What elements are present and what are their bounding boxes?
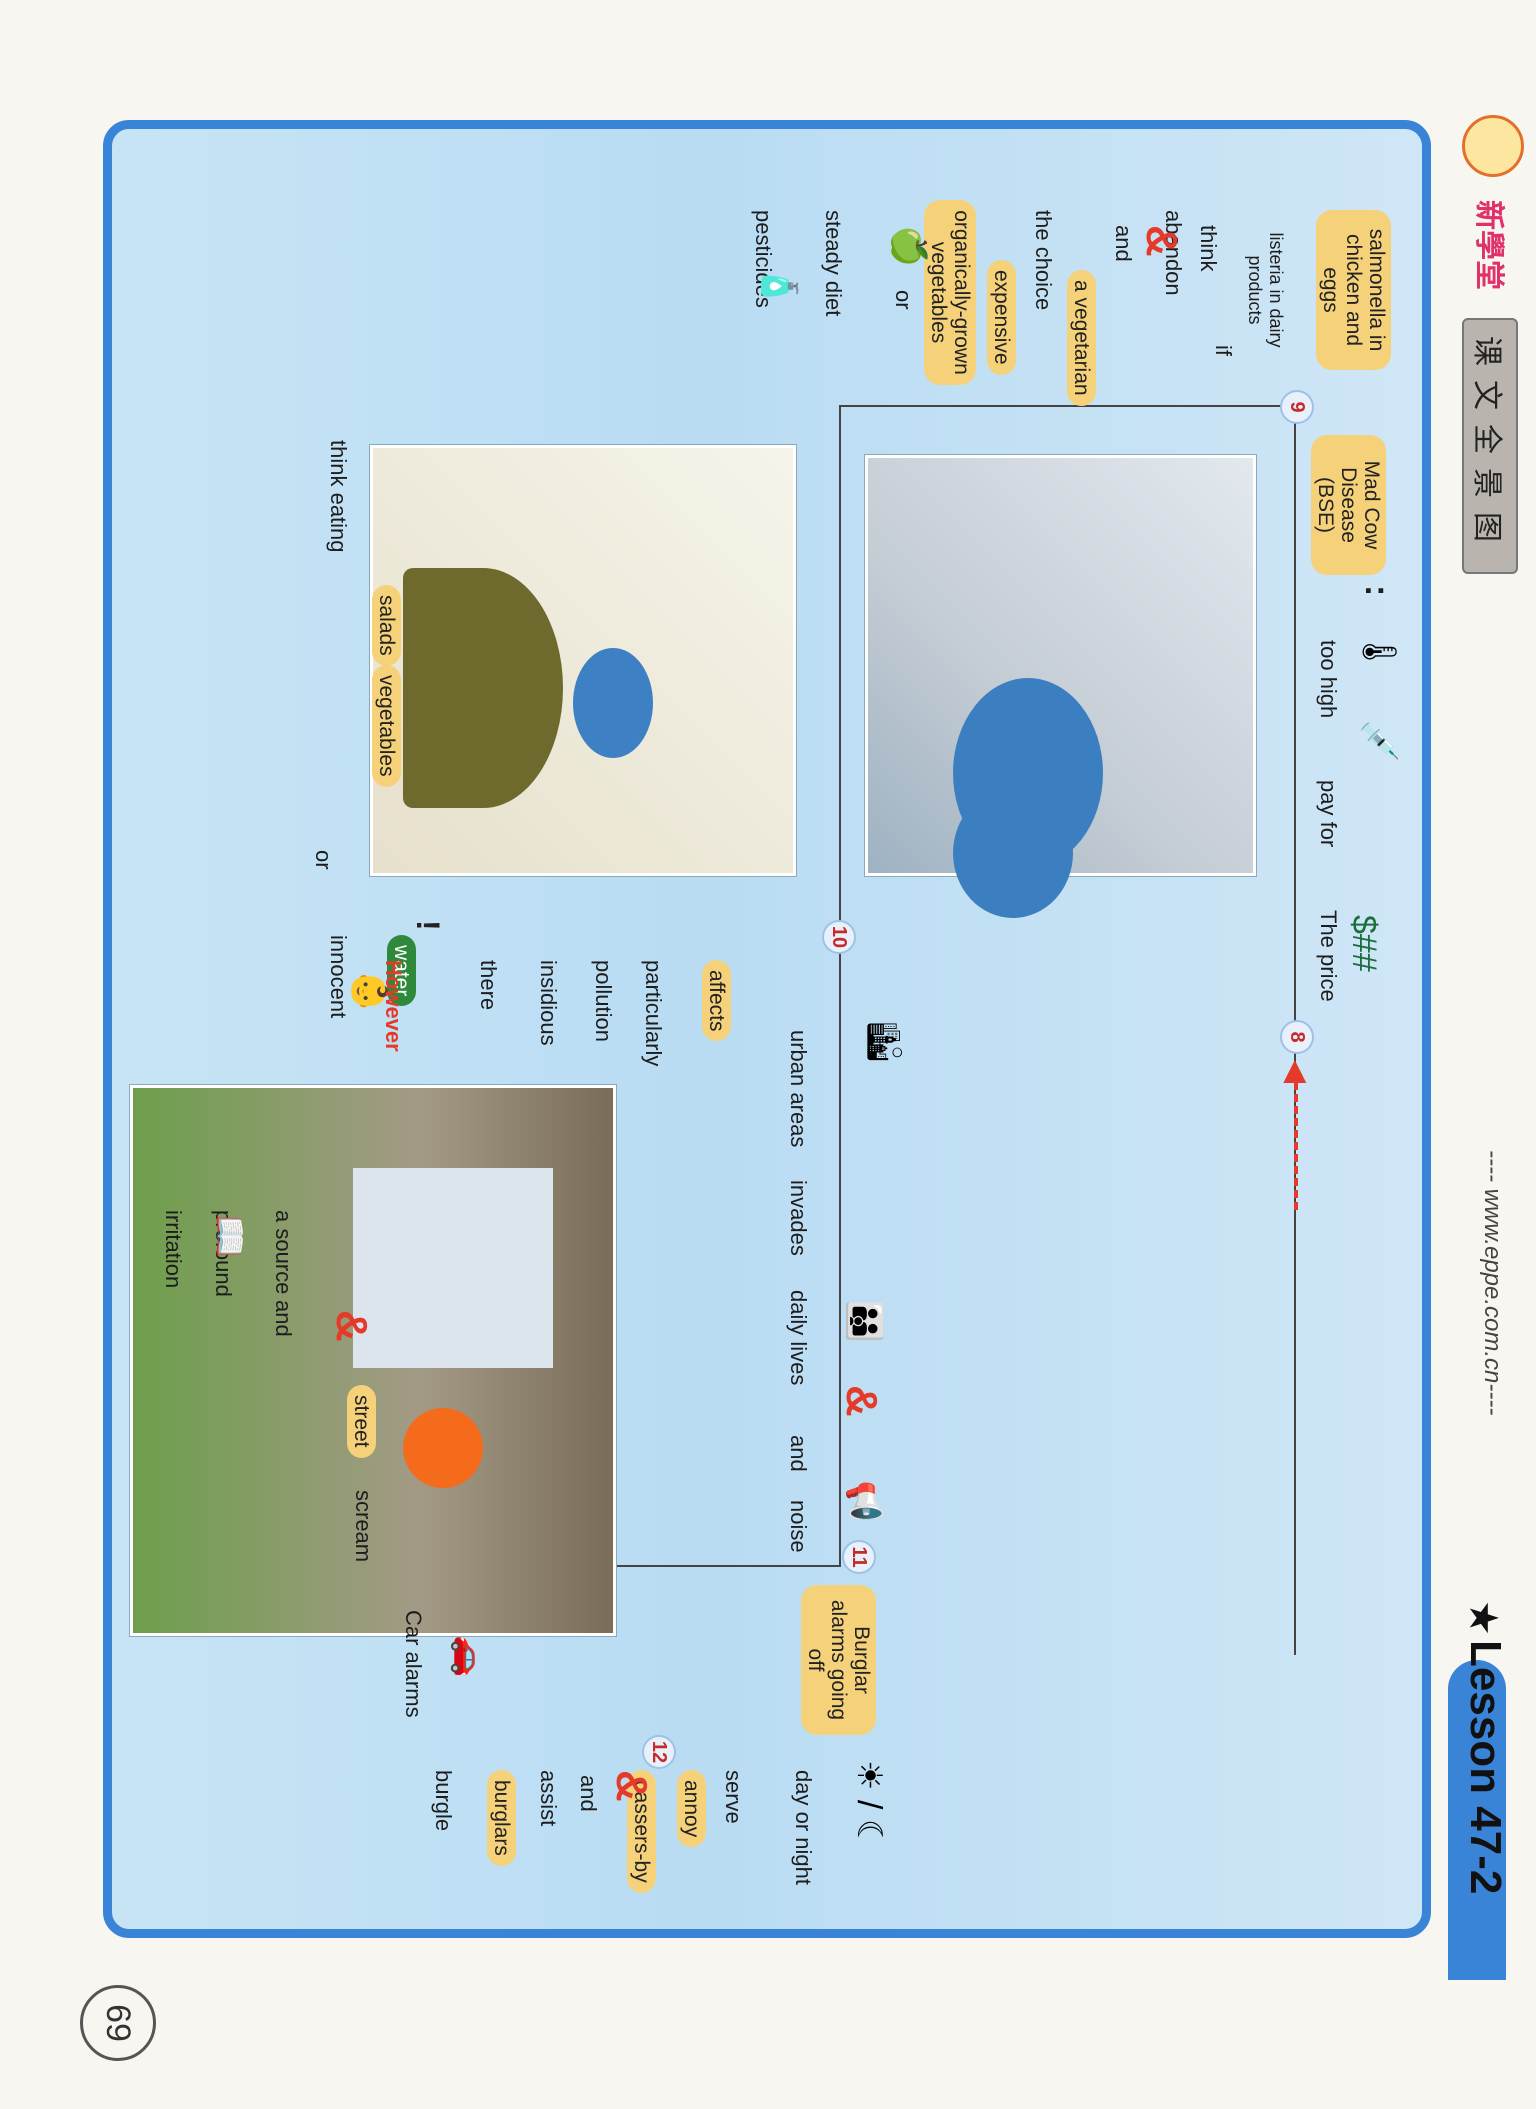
money-icon: $## bbox=[1345, 915, 1383, 972]
expensive-label: expensive bbox=[986, 260, 1016, 375]
logo bbox=[1454, 115, 1524, 205]
burglar-alarms-label: Burglar alarms going off bbox=[800, 1585, 876, 1735]
loud-icon: 📢 bbox=[845, 1480, 883, 1523]
or2-text: or bbox=[311, 850, 336, 870]
ampersand-1: & bbox=[1137, 225, 1186, 257]
think-eating-text: think eating bbox=[326, 440, 351, 553]
if-text: if bbox=[1211, 345, 1236, 356]
urban-areas-text: urban areas bbox=[786, 1030, 811, 1148]
car-icon: 🚗 bbox=[450, 1635, 488, 1678]
section-title: 课文全景图 bbox=[1462, 318, 1518, 574]
sun-moon-icon: ☀ / ☾ bbox=[850, 1760, 888, 1850]
book-icon: 📖 bbox=[210, 1215, 248, 1258]
affects-label: affects bbox=[701, 960, 731, 1042]
apple-icon: 🍏 bbox=[890, 225, 928, 268]
street-label: street bbox=[346, 1385, 376, 1458]
ampersand-2: & bbox=[837, 1385, 886, 1417]
and-assist-text: and bbox=[576, 1775, 601, 1812]
vegetarian-label: a vegetarian bbox=[1066, 270, 1096, 406]
vegetables-label: vegetables bbox=[371, 665, 401, 787]
flow-line-left bbox=[841, 405, 1296, 407]
a-source-text: a source bbox=[271, 1210, 296, 1295]
ampersand-4: & bbox=[607, 1770, 656, 1802]
lesson-title: Lesson 47-2 bbox=[1461, 1640, 1510, 1895]
and-text: and bbox=[1111, 225, 1136, 262]
and2-text: and bbox=[271, 1300, 296, 1337]
colon-text: : bbox=[1358, 585, 1396, 597]
website-url: ---- www.eppe.com.cn---- bbox=[1479, 1150, 1506, 1416]
annoy-label: annoy bbox=[676, 1770, 706, 1848]
step-number-11: 11 bbox=[842, 1540, 876, 1574]
exclaim-mark: ! bbox=[410, 920, 446, 931]
steady-diet-text: steady diet bbox=[821, 210, 846, 317]
pollution-text: pollution bbox=[591, 960, 616, 1042]
arrow-to-8 bbox=[1294, 1070, 1298, 1210]
particularly-text: particularly bbox=[641, 960, 666, 1067]
thermometer-icon: 🌡 bbox=[1360, 630, 1398, 674]
there-text: there bbox=[476, 960, 501, 1011]
star-icon: ★ bbox=[1461, 1600, 1505, 1636]
listeria-text: listeria in dairy products bbox=[1245, 232, 1286, 348]
logo-text: 新學堂 bbox=[1472, 200, 1505, 290]
invades-text: invades bbox=[786, 1180, 811, 1256]
day-or-night-text: day or night bbox=[791, 1770, 816, 1885]
main-panel bbox=[103, 120, 1431, 1938]
scream-text: scream bbox=[351, 1490, 376, 1563]
salads-label: salads bbox=[371, 585, 401, 666]
organic-label: organically-grown vegetables bbox=[923, 200, 976, 385]
step-number-9: 9 bbox=[1280, 390, 1314, 424]
or-text: or bbox=[891, 290, 916, 310]
step-number-10: 10 bbox=[822, 920, 856, 954]
insidious-text: insidious bbox=[536, 960, 561, 1046]
burglars-label: burglars bbox=[486, 1770, 516, 1866]
and-noise-text: and bbox=[786, 1435, 811, 1472]
pay-for-text: pay for bbox=[1316, 780, 1341, 848]
mad-cow-label: Mad Cow Disease (BSE) bbox=[1310, 435, 1386, 575]
innocent-text: innocent bbox=[326, 935, 351, 1019]
price-text: The price bbox=[1316, 910, 1341, 1002]
irritation-text: irritation bbox=[161, 1210, 186, 1289]
syringe-icon: 💉 bbox=[1360, 720, 1398, 763]
city-icon: 🏙 bbox=[865, 1020, 903, 1064]
too-high-text: too high bbox=[1316, 640, 1341, 719]
ampersand-3: & bbox=[327, 1310, 376, 1342]
vegetarian-photo bbox=[370, 445, 796, 876]
spray-icon: 🧴 bbox=[760, 265, 798, 308]
choice-text: the choice bbox=[1031, 210, 1056, 311]
page-number: 69 bbox=[80, 1985, 156, 2061]
serve-text: serve bbox=[721, 1770, 746, 1824]
however-text: However bbox=[381, 960, 406, 1052]
arrow-icon: ◀ bbox=[1280, 1060, 1313, 1084]
step-number-12: 12 bbox=[642, 1735, 676, 1769]
family-icon: 👪 bbox=[845, 1300, 883, 1343]
car-alarms-text: Car alarms bbox=[401, 1610, 426, 1718]
daily-lives-text: daily lives bbox=[786, 1290, 811, 1386]
hospital-photo bbox=[865, 455, 1256, 918]
assist-text: assist bbox=[536, 1770, 561, 1827]
think-text: think bbox=[1196, 225, 1221, 272]
salmonella-label: salmonella in chicken and eggs bbox=[1315, 210, 1391, 370]
step-number-8: 8 bbox=[1280, 1020, 1314, 1054]
burgle-text: burgle bbox=[431, 1770, 456, 1832]
noise-text: noise bbox=[786, 1500, 811, 1553]
